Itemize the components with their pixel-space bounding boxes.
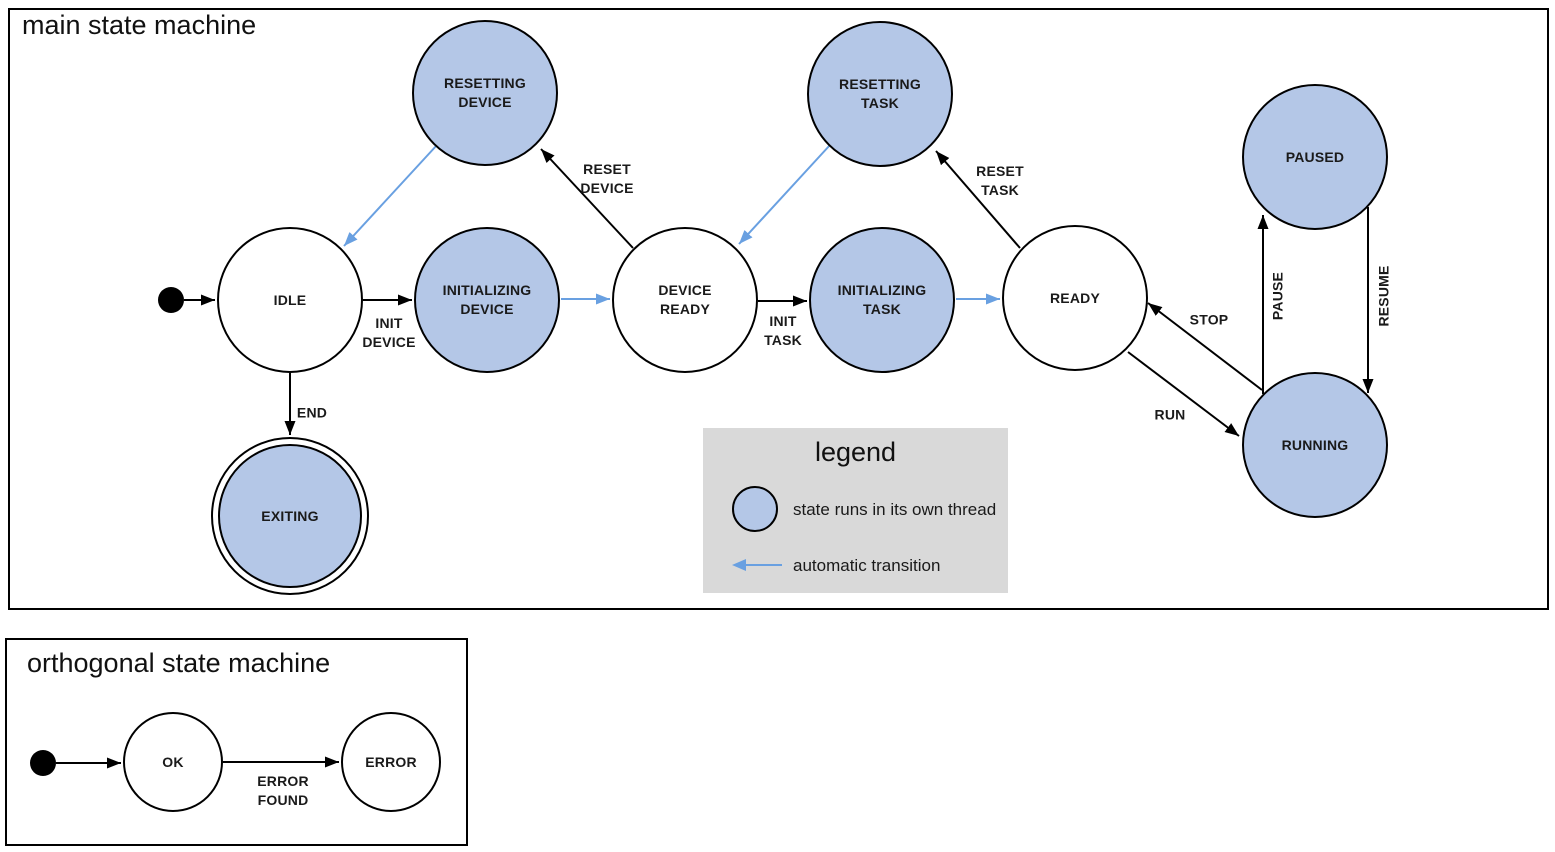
- transition-stop-line: [1147, 302, 1263, 391]
- legend-title: legend: [814, 437, 897, 467]
- initial-state-dot-main: [158, 287, 184, 313]
- transition-label-init-task: INIT TASK: [764, 313, 802, 348]
- transition-label-resume: RESUME: [1375, 265, 1392, 327]
- state-ok: OK: [123, 712, 223, 812]
- automatic-transition-arrow-icon: [732, 559, 782, 571]
- legend-item-automatic-transition: automatic transition: [793, 556, 941, 575]
- state-ready: READY: [1002, 225, 1148, 371]
- transition-label-reset-task: RESET TASK: [976, 163, 1024, 198]
- state-label-running: RUNNING: [1281, 436, 1349, 453]
- state-label-initializing-task: INITIALIZING TASK: [837, 282, 927, 317]
- transition-label-run: RUN: [1154, 406, 1186, 423]
- initial-state-dot-orthogonal: [30, 750, 56, 776]
- state-paused: PAUSED: [1242, 84, 1388, 230]
- transition-label-pause: PAUSE: [1269, 271, 1286, 321]
- state-resetting-device: RESETTING DEVICE: [412, 20, 558, 166]
- transition-reset-task-line: [935, 150, 1021, 249]
- state-label-ready: READY: [1049, 289, 1100, 306]
- threaded-state-circle-icon: [732, 486, 778, 532]
- transition-label-reset-device: RESET DEVICE: [580, 161, 634, 196]
- state-initializing-device: INITIALIZING DEVICE: [414, 227, 560, 373]
- auto-transition-resetting-task-to-device-ready-line: [738, 144, 831, 245]
- transition-label-error-found: ERROR FOUND: [257, 773, 309, 808]
- state-label-ok: OK: [162, 753, 184, 770]
- auto-transition-resetting-device-to-idle-line: [343, 144, 438, 247]
- main-state-machine-frame: [8, 8, 1549, 610]
- state-label-resetting-device: RESETTING DEVICE: [444, 75, 526, 110]
- state-label-resetting-task: RESETTING TASK: [839, 76, 921, 111]
- state-label-device-ready: DEVICE READY: [658, 282, 712, 317]
- state-initializing-task: INITIALIZING TASK: [809, 227, 955, 373]
- transition-label-end: END: [296, 404, 328, 421]
- state-label-error: ERROR: [365, 753, 417, 770]
- state-label-initializing-device: INITIALIZING DEVICE: [442, 282, 532, 317]
- state-idle: IDLE: [217, 227, 363, 373]
- transition-label-stop: STOP: [1189, 311, 1229, 328]
- transition-label-init-device: INIT DEVICE: [362, 315, 416, 350]
- state-label-exiting: EXITING: [261, 507, 319, 524]
- state-label-idle: IDLE: [273, 291, 307, 308]
- state-exiting: EXITING: [218, 444, 362, 588]
- state-device-ready: DEVICE READY: [612, 227, 758, 373]
- state-exiting-outer-ring: EXITING: [211, 437, 369, 595]
- state-label-paused: PAUSED: [1285, 148, 1345, 165]
- legend-item-threaded-state: state runs in its own thread: [793, 500, 997, 519]
- state-resetting-task: RESETTING TASK: [807, 21, 953, 167]
- state-error: ERROR: [341, 712, 441, 812]
- orthogonal-state-machine-frame: [5, 638, 468, 846]
- legend-box: legend state runs in its own thread auto…: [703, 428, 1008, 593]
- orthogonal-state-machine-title: orthogonal state machine: [27, 648, 331, 678]
- state-running: RUNNING: [1242, 372, 1388, 518]
- main-state-machine-title: main state machine: [22, 10, 257, 40]
- transition-run-line: [1127, 351, 1240, 437]
- transition-reset-device-line: [540, 148, 634, 249]
